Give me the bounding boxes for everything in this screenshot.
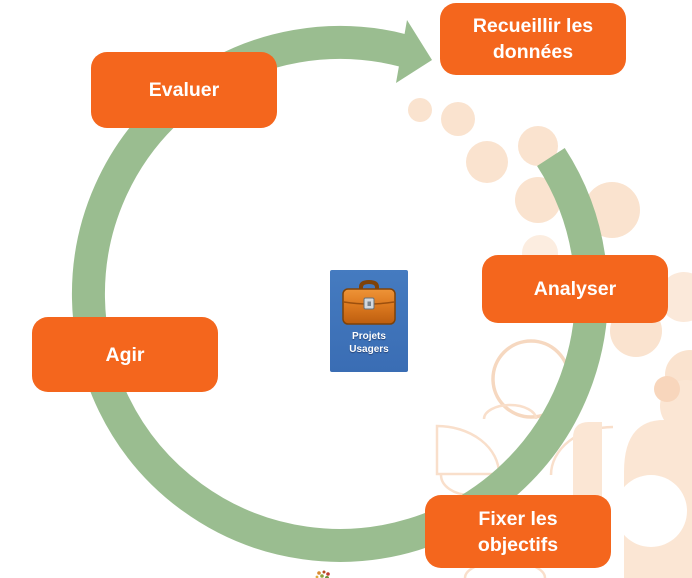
cycle-step-analyser: Analyser (482, 255, 668, 323)
decor-arc-outline (482, 403, 538, 420)
cycle-step-agir: Agir (32, 317, 218, 392)
decor-bubble (654, 376, 680, 402)
cycle-step-fixer: Fixer les objectifs (425, 495, 611, 568)
decor-bubble (515, 177, 561, 223)
desktop-icon-label: Projets Usagers (349, 331, 389, 355)
desktop-icon-projets-usagers[interactable]: Projets Usagers (330, 270, 408, 372)
decor-cutout (615, 475, 687, 547)
cycle-step-recueillir: Recueillir les données (440, 3, 626, 75)
decor-petal-outline (435, 424, 501, 476)
tiny-sparkle-clipart (315, 570, 330, 578)
briefcase-icon (342, 279, 396, 325)
decor-bubble (518, 126, 558, 166)
cycle-step-evaluer: Evaluer (91, 52, 277, 128)
decor-bubble (466, 141, 508, 183)
decor-corner-flourish (435, 403, 692, 578)
cycle-arrow-head (396, 20, 432, 83)
decor-bubble (441, 102, 475, 136)
decor-bubble (408, 98, 432, 122)
